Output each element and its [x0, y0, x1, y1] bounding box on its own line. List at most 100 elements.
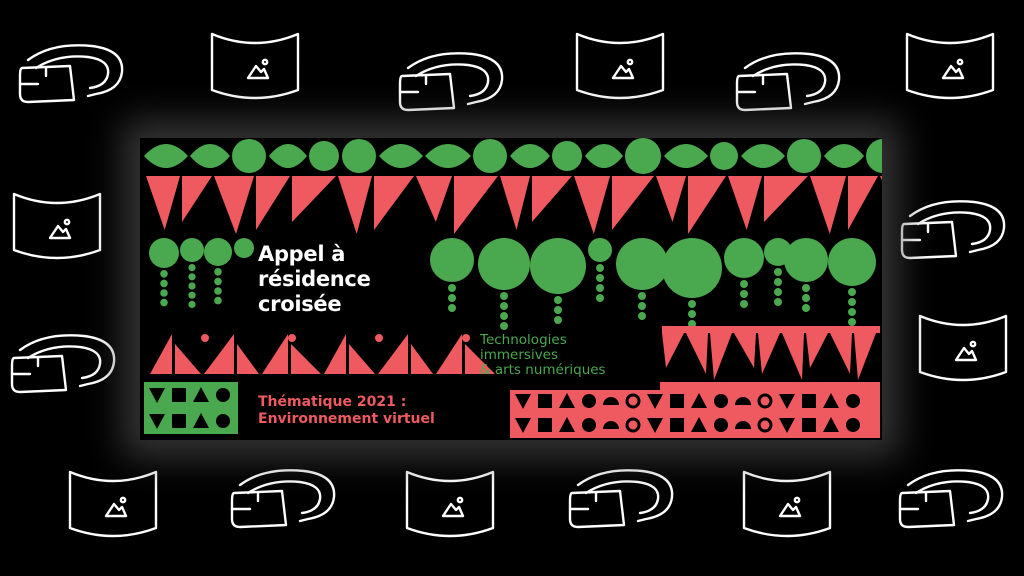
- red-triangle: [764, 176, 808, 222]
- title-line-3: croisée: [258, 292, 342, 316]
- red-triangle: [214, 176, 254, 234]
- red-triangle: [175, 344, 201, 374]
- curved-screen-icon: [905, 32, 995, 100]
- red-triangle: [324, 334, 346, 374]
- vr-headset-icon: [398, 52, 504, 112]
- green-lens: [585, 144, 623, 168]
- green-tree: [784, 238, 828, 312]
- red-triangle: [374, 176, 414, 230]
- green-circle: [866, 139, 882, 173]
- red-tooth: [758, 333, 780, 374]
- technologies-line-3: & arts numériques: [480, 362, 606, 378]
- red-tooth: [686, 333, 708, 374]
- title-line-1: Appel à: [258, 242, 346, 266]
- vr-headset-icon: [900, 200, 1006, 260]
- green-tree: [724, 238, 764, 308]
- green-tree: [616, 238, 668, 320]
- green-lens: [190, 144, 230, 168]
- curved-screen-icon: [405, 470, 495, 538]
- red-triangle: [880, 176, 882, 181]
- red-triangle: [204, 334, 234, 374]
- title-line-2: résidence: [258, 267, 371, 291]
- green-circle: [342, 139, 376, 173]
- green-lens: [425, 144, 471, 168]
- banner-pattern: [144, 138, 882, 438]
- red-triangle: [292, 176, 336, 222]
- green-circle: [710, 142, 738, 170]
- red-tooth: [830, 333, 852, 374]
- vr-headset-icon: [568, 469, 674, 529]
- red-triangle: [146, 176, 180, 230]
- red-triangle: [349, 344, 375, 374]
- vr-headset-icon: [230, 469, 336, 529]
- red-tooth-block: [662, 326, 880, 380]
- red-triangle: [656, 176, 686, 222]
- green-tree: [234, 238, 254, 258]
- red-triangle: [256, 176, 290, 230]
- green-tree: [588, 238, 612, 302]
- red-triangle: [436, 334, 462, 374]
- green-lens: [664, 144, 708, 168]
- green-circle: [473, 139, 507, 173]
- red-triangle: [378, 334, 408, 374]
- red-triangle: [688, 176, 726, 234]
- curved-screen-icon: [12, 192, 102, 260]
- red-triangle: [848, 176, 878, 230]
- red-triangle: [338, 176, 372, 234]
- technologies-line-1: Technologies: [480, 332, 567, 348]
- red-tooth: [734, 333, 756, 368]
- green-tree: [149, 238, 179, 307]
- red-triangle: [810, 176, 846, 234]
- green-lens: [824, 144, 864, 168]
- green-tree: [204, 238, 232, 305]
- theme-line-1: Thématique 2021 :: [258, 394, 407, 410]
- red-triangle: [150, 334, 172, 374]
- vr-headset-icon: [18, 44, 124, 104]
- red-triangle: [416, 176, 452, 222]
- technologies-line-2: immersives: [480, 347, 559, 363]
- green-circle: [552, 141, 582, 171]
- curved-screen-icon: [68, 470, 158, 538]
- green-circle: [309, 141, 339, 171]
- red-triangle: [262, 334, 288, 374]
- banner: Appel à résidence croisée Technologies i…: [140, 138, 882, 440]
- green-circle: [787, 139, 821, 173]
- green-lens: [741, 144, 785, 168]
- red-triangle: [237, 344, 259, 374]
- red-tooth: [662, 333, 684, 368]
- green-tree: [662, 238, 722, 338]
- red-tooth: [782, 333, 804, 380]
- green-circle: [232, 139, 266, 173]
- red-triangle: [411, 344, 433, 374]
- theme-label: Thématique 2021 : Environnement virtuel: [258, 394, 435, 428]
- green-tree: [430, 238, 474, 312]
- theme-line-2: Environnement virtuel: [258, 411, 435, 427]
- red-tooth: [806, 333, 828, 368]
- red-triangle: [612, 176, 654, 230]
- curved-screen-icon: [575, 32, 665, 100]
- green-shape-block: [144, 382, 238, 434]
- green-lens-row: [144, 138, 882, 174]
- red-triangle: [574, 176, 610, 234]
- green-lens: [379, 144, 423, 168]
- red-triangle: [291, 344, 321, 374]
- green-tree: [530, 238, 586, 324]
- red-triangle-row: [146, 176, 882, 234]
- green-tree: [828, 238, 876, 326]
- red-triangle: [454, 176, 498, 234]
- red-triangle: [465, 344, 495, 374]
- technologies-subtitle: Technologies immersives & arts numérique…: [480, 333, 606, 378]
- green-lens: [269, 144, 307, 168]
- green-lens: [510, 144, 550, 168]
- red-triangle: [532, 176, 572, 222]
- green-tree: [478, 238, 530, 330]
- red-triangle: [182, 176, 212, 222]
- red-triangle: [500, 176, 530, 230]
- red-triangle: [728, 176, 762, 230]
- vr-headset-icon: [735, 52, 841, 112]
- curved-screen-icon: [210, 32, 300, 100]
- red-shape-block: [510, 382, 880, 438]
- curved-screen-icon: [742, 470, 832, 538]
- banner-title: Appel à résidence croisée: [258, 242, 371, 317]
